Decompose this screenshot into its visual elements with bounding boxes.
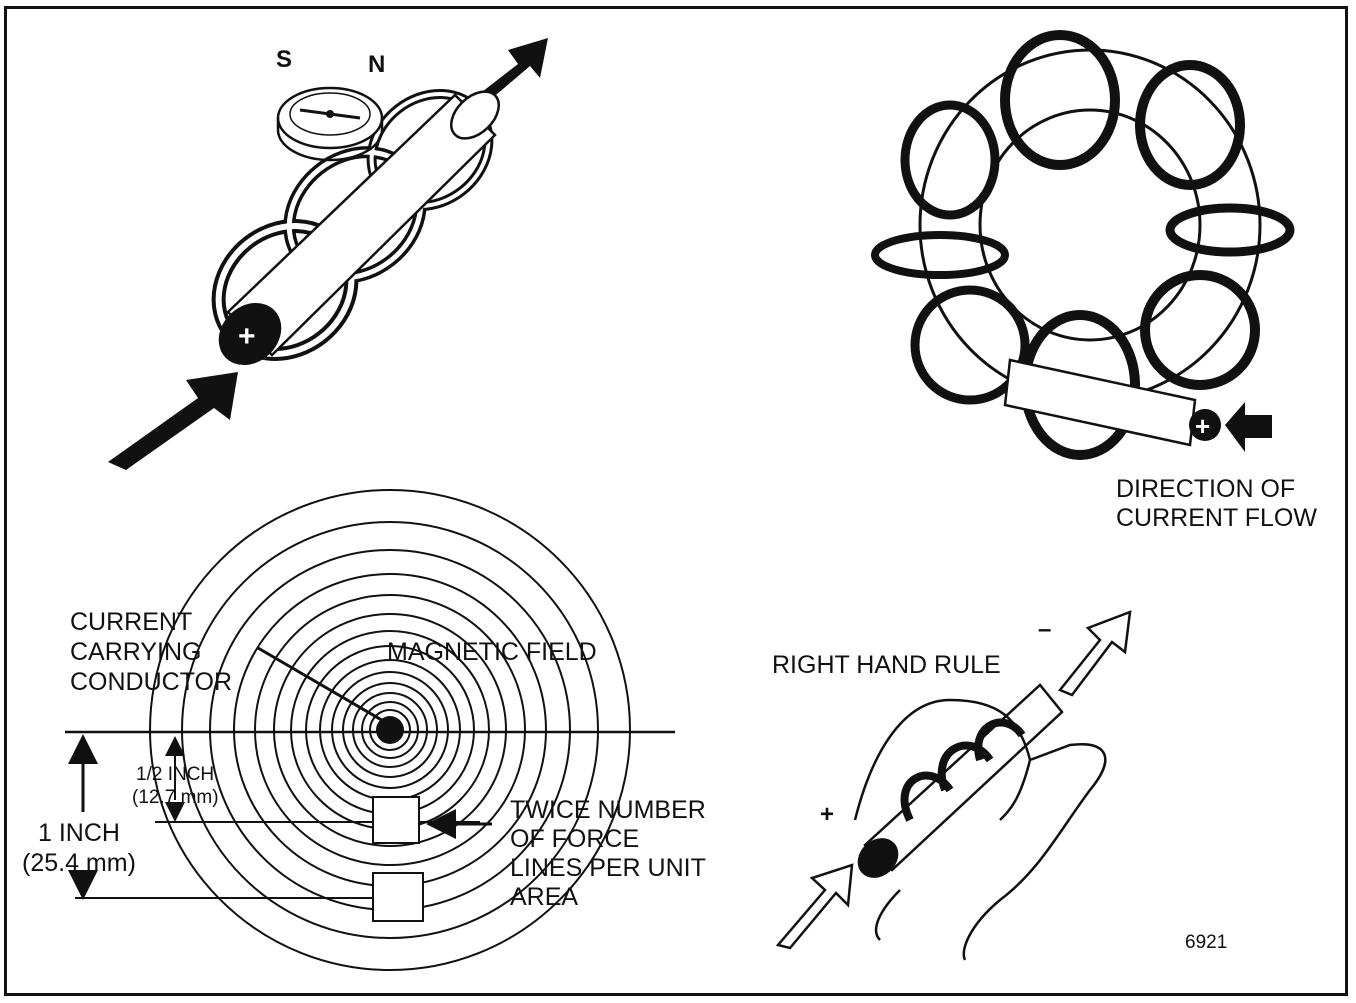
twice-label-line3: LINES PER UNIT [510, 853, 706, 883]
one-inch-label: 1 INCH [38, 818, 120, 848]
plus-sign-2: + [1195, 411, 1210, 441]
coil-panel: + [875, 35, 1290, 455]
hollow-arrow-in [778, 865, 852, 948]
compass-south-label: S [276, 45, 292, 75]
right-hand-rule-title: RIGHT HAND RULE [772, 650, 1001, 680]
one-inch-mm-label: (25.4 mm) [22, 848, 136, 878]
twice-label-line4: AREA [510, 882, 578, 912]
coil-ring-outer [920, 50, 1260, 400]
minus-sign: – [1038, 615, 1051, 645]
direction-label-line1: DIRECTION OF [1116, 474, 1295, 504]
half-inch-label: 1/2 INCH [136, 764, 214, 786]
hand-conductor [865, 685, 1062, 870]
half-inch-mm-label: (12.7 mm) [132, 787, 219, 809]
direction-label-line2: CURRENT FLOW [1116, 503, 1317, 533]
twice-label-line2: OF FORCE [510, 824, 639, 854]
conductor-label-line2: CARRYING [70, 637, 202, 667]
conductor-label-line3: CONDUCTOR [70, 667, 232, 697]
plus-sign-1: + [238, 320, 256, 353]
figure-number: 6921 [1185, 932, 1227, 954]
plus-sign-3: + [820, 800, 834, 830]
area-box-2 [373, 873, 423, 921]
hollow-arrow-out [1060, 612, 1130, 695]
conductor-label-line1: CURRENT [70, 607, 192, 637]
field-panel [65, 490, 675, 970]
twice-label-line1: TWICE NUMBER [510, 795, 706, 825]
magnetic-field-label: MAGNETIC FIELD [387, 637, 597, 667]
straight-conductor-panel: + [108, 38, 548, 470]
current-in-arrow [108, 372, 238, 470]
coil-current-arrow [1225, 402, 1272, 452]
compass-north-label: N [368, 50, 385, 80]
area-box-1 [373, 797, 419, 843]
